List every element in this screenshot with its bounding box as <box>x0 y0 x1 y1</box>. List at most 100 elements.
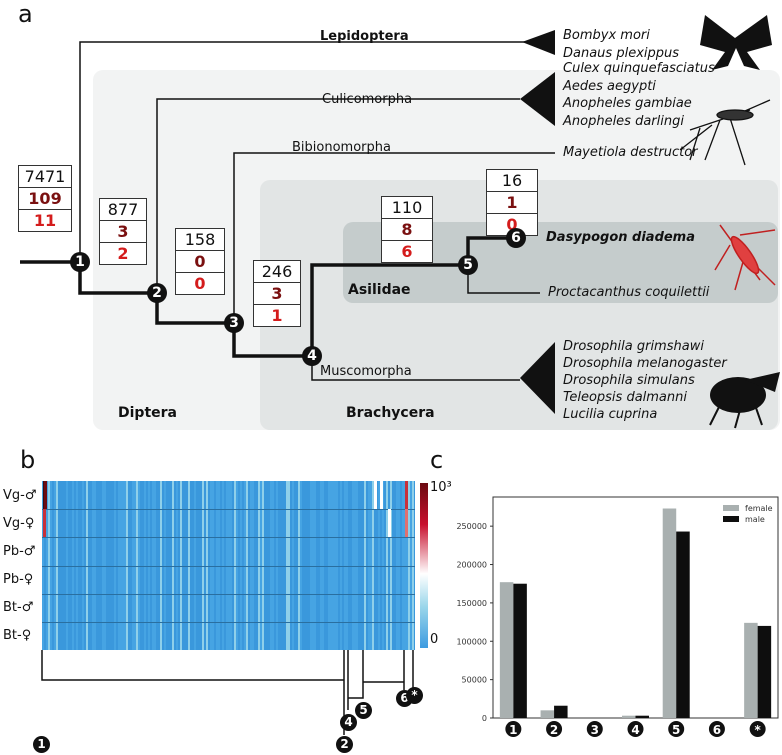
species-name: Lucilia cuprina <box>563 407 658 422</box>
heatmap-cell-high <box>374 481 377 509</box>
bar-male <box>554 705 568 718</box>
heatmap-row-label: Pb-♀ <box>3 572 34 587</box>
x-tick-label: 5 <box>672 723 680 737</box>
x-tick-label: 3 <box>591 723 599 737</box>
group-asilidae: Asilidae <box>348 282 411 298</box>
group-brachycera: Brachycera <box>346 405 435 421</box>
species-dasypogon: Dasypogon diadema <box>546 230 696 245</box>
heatmap-row-label: Pb-♂ <box>3 544 36 559</box>
category-marker <box>586 721 603 737</box>
species-list-culicomorpha: Culex quinquefasciatus Aedes aegypti Ano… <box>563 60 715 130</box>
heatmap-row-divider <box>42 509 415 511</box>
species-list-lepidoptera: Bombyx mori Danaus plexippus <box>563 27 679 63</box>
heatmap-node-5: 5 <box>355 702 372 719</box>
heatmap-row-divider <box>42 622 415 623</box>
x-tick-label: * <box>755 723 762 737</box>
species-name: Culex quinquefasciatus <box>563 61 715 76</box>
category-marker <box>708 721 725 737</box>
heatmap-node-1: 1 <box>33 736 50 753</box>
heatmap-cell-high <box>43 509 46 538</box>
heatmap-cell-high <box>388 509 391 538</box>
species-mayetiola: Mayetiola destructor <box>563 145 698 160</box>
bar-female <box>744 622 758 718</box>
bar-male <box>757 625 772 718</box>
heatmap-row-divider <box>42 565 415 567</box>
legend-label-female: female <box>745 504 773 513</box>
colorbar <box>420 483 428 648</box>
category-marker <box>546 721 563 737</box>
node-6: 6 <box>506 228 526 248</box>
heatmap-row-divider <box>42 593 415 595</box>
heatmap-cell-high <box>405 481 408 509</box>
colorbar-min: 0 <box>430 632 439 647</box>
species-proctacanthus: Proctacanthus coquilettii <box>548 285 710 300</box>
x-tick-label: 2 <box>550 723 558 737</box>
y-tick-label: 100000 <box>456 637 487 646</box>
panel-label-b: b <box>20 446 36 474</box>
species-list-muscomorpha: Drosophila grimshawi Drosophila melanoga… <box>563 338 727 423</box>
y-tick-label: 200000 <box>456 561 487 570</box>
bar-female <box>622 715 636 718</box>
heatmap-node-4: 4 <box>340 714 357 731</box>
heatmap-cell-high <box>380 481 383 509</box>
robber-fly-icon <box>714 224 776 291</box>
clade-muscomorpha: Muscomorpha <box>320 364 412 379</box>
species-name: Bombyx mori <box>563 28 650 43</box>
heatmap-row-divider <box>42 537 415 539</box>
legend-swatch-female <box>723 505 739 511</box>
species-name: Teleopsis dalmanni <box>563 390 687 405</box>
bar-female <box>662 508 677 718</box>
bar-male <box>635 715 649 718</box>
heatmap-row-label: Vg-♀ <box>3 516 35 531</box>
heatmap-node-star: * <box>406 687 423 704</box>
species-name: Anopheles darlingi <box>563 113 684 129</box>
bar-female <box>499 582 514 718</box>
category-marker <box>505 721 522 737</box>
node-1: 1 <box>70 252 90 272</box>
heatmap-row-label: Bt-♀ <box>3 628 32 643</box>
species-name: Anopheles gambiae <box>563 96 692 111</box>
species-name: Aedes aegypti <box>563 78 656 94</box>
bar-female <box>540 710 555 718</box>
group-diptera: Diptera <box>118 405 177 421</box>
chart-frame <box>492 496 779 719</box>
bar-male <box>676 531 690 718</box>
species-name: Drosophila simulans <box>563 373 695 388</box>
panel-label-a: a <box>18 0 33 28</box>
node-3: 3 <box>224 313 244 333</box>
clade-bibionomorpha: Bibionomorpha <box>292 140 391 155</box>
y-tick-label: 50000 <box>462 676 487 685</box>
clade-lepidoptera: Lepidoptera <box>320 29 409 44</box>
category-marker <box>627 721 644 737</box>
species-name: Drosophila melanogaster <box>563 356 727 371</box>
butterfly-icon <box>700 15 772 70</box>
category-marker <box>749 721 766 737</box>
x-tick-label: 6 <box>713 723 721 737</box>
colorbar-max: 10³ <box>430 480 452 495</box>
clade-culicomorpha: Culicomorpha <box>322 92 413 107</box>
category-marker <box>668 721 685 737</box>
species-name: Danaus plexippus <box>563 46 680 61</box>
node-5: 5 <box>458 255 478 275</box>
x-tick-label: 4 <box>631 723 639 737</box>
legend-label-male: male <box>745 515 765 524</box>
fly-icon <box>709 372 780 429</box>
node-2: 2 <box>147 283 167 303</box>
bar-male <box>513 583 527 718</box>
mosquito-icon <box>679 99 771 166</box>
node-4: 4 <box>302 346 322 366</box>
heatmap-row-label: Vg-♂ <box>3 488 37 503</box>
species-name: Drosophila grimshawi <box>563 339 704 354</box>
expression-heatmap <box>42 481 415 650</box>
y-tick-label: 0 <box>482 714 487 723</box>
y-tick-label: 250000 <box>456 522 487 531</box>
heatmap-node-2: 2 <box>336 736 353 753</box>
